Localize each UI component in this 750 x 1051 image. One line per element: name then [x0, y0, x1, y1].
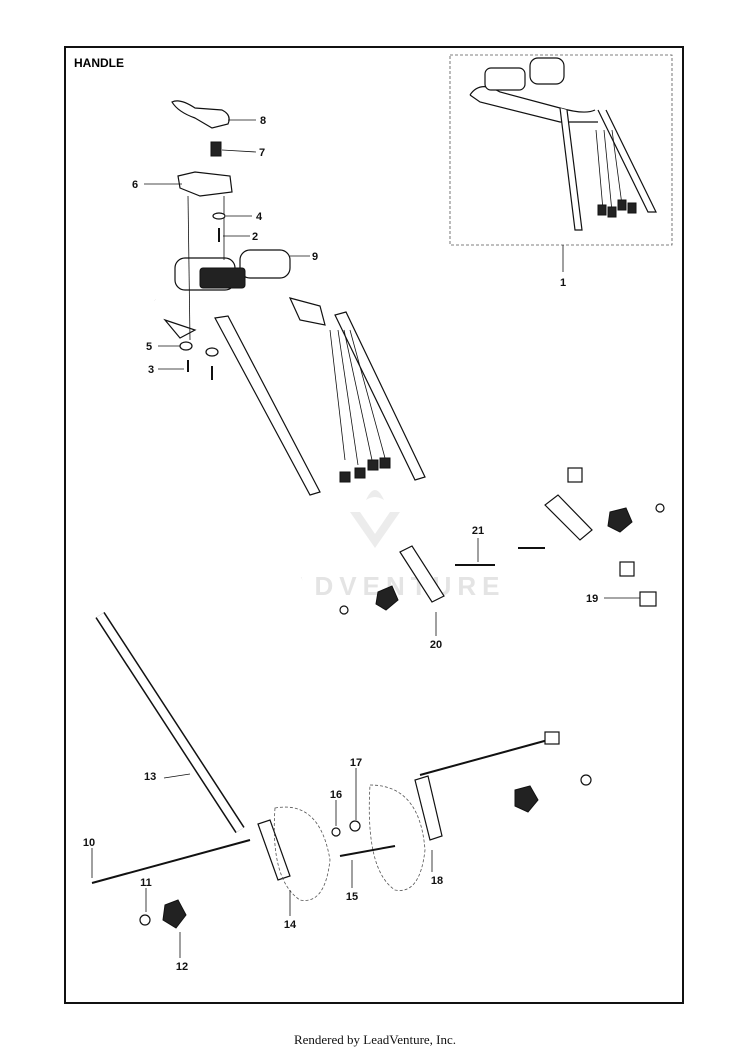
callout-18: 18 — [431, 875, 443, 887]
callout-3: 3 — [148, 364, 154, 376]
watermark-logo-icon — [350, 490, 400, 548]
callout-4: 4 — [256, 211, 263, 223]
callout-2: 2 — [252, 231, 258, 243]
callout-13: 13 — [144, 771, 156, 783]
callout-10: 10 — [83, 837, 95, 849]
callout-6: 6 — [132, 179, 138, 191]
callout-11: 11 — [140, 877, 152, 889]
middle-parts — [339, 467, 665, 615]
upper-small-parts — [171, 100, 233, 380]
section-title: HANDLE — [74, 56, 124, 70]
callout-12: 12 — [176, 961, 188, 973]
callout-15: 15 — [346, 891, 358, 903]
callout-5: 5 — [146, 341, 152, 353]
lower-handle — [91, 547, 592, 929]
assembly-inset — [449, 54, 673, 272]
callout-8: 8 — [260, 115, 266, 127]
callout-16: 16 — [330, 789, 342, 801]
callout-9: 9 — [312, 251, 318, 263]
callout-1: 1 — [560, 277, 566, 289]
callout-21: 21 — [472, 525, 484, 537]
callout-19: 19 — [586, 593, 598, 605]
callout-14: 14 — [284, 919, 297, 931]
callout-7: 7 — [259, 147, 265, 159]
diagram-frame — [64, 46, 684, 1004]
upper-handle-assembly — [150, 249, 426, 496]
callout-20: 20 — [430, 639, 442, 651]
callout-leaders — [91, 119, 640, 958]
footer-credit: Rendered by LeadVenture, Inc. — [293, 1032, 457, 1047]
callout-17: 17 — [350, 757, 362, 769]
